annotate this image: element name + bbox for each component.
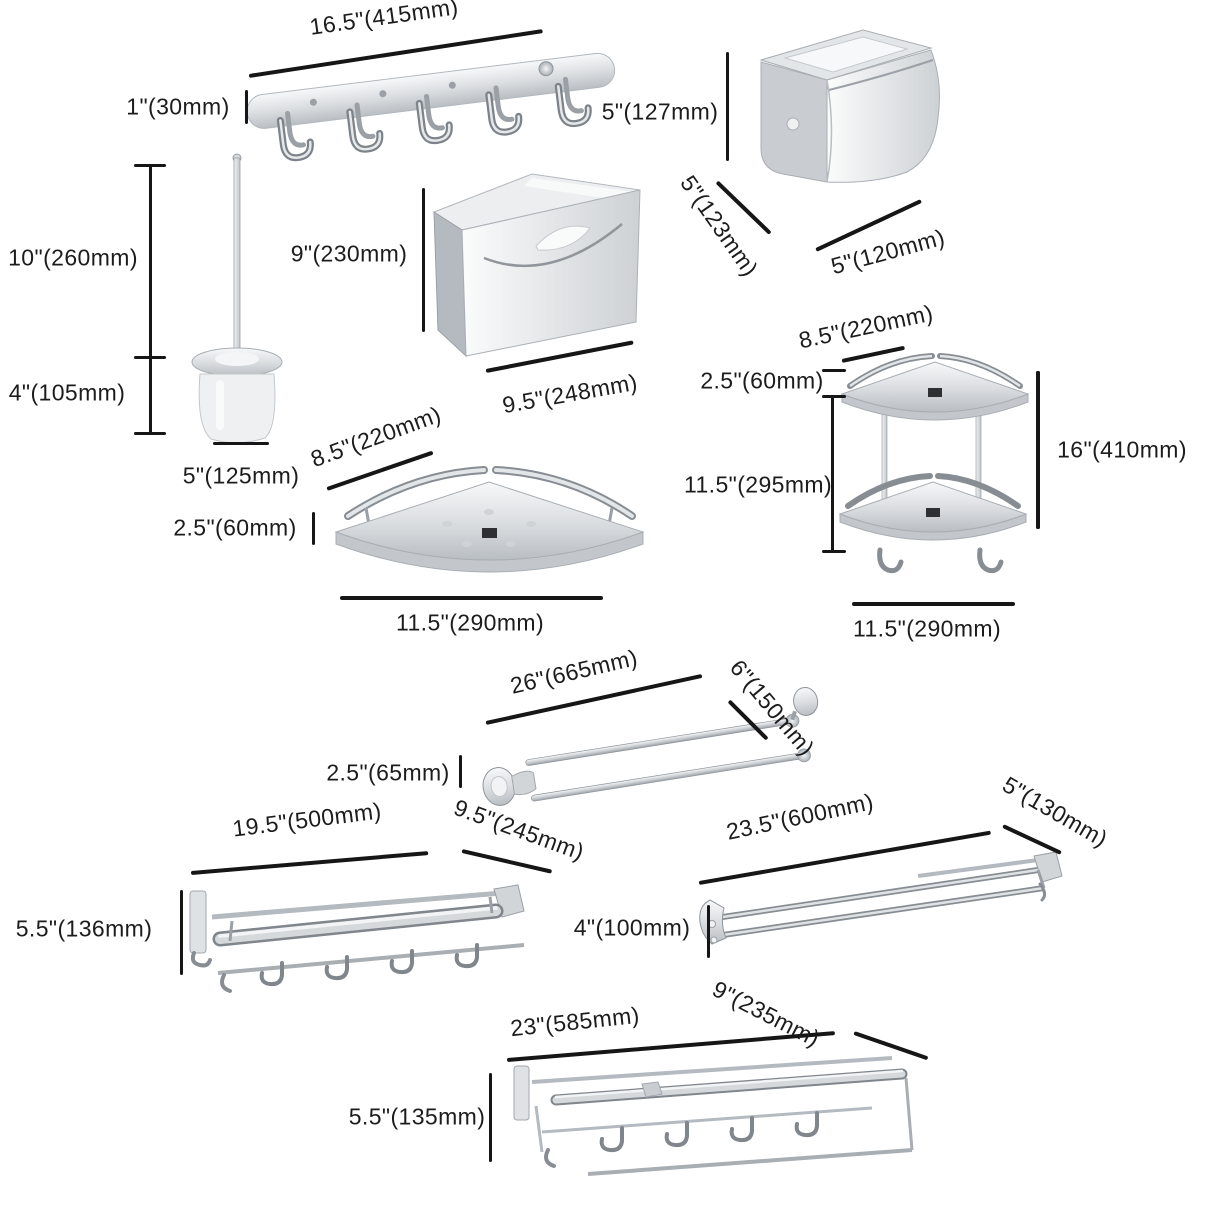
towel-bar-double-height-tick	[459, 755, 462, 788]
hook-rail-height-tick	[245, 90, 248, 124]
towel-rack-bottom-height-label: 5.5"(135mm)	[348, 1103, 486, 1130]
tissue-box-height-line	[422, 188, 425, 332]
hook-rail-illustration	[246, 52, 616, 162]
toilet-brush-cup-height-label: 4"(105mm)	[8, 379, 126, 406]
tissue-box-illustration	[432, 173, 641, 358]
corner-shelf-double-tick-top	[822, 369, 846, 372]
toilet-paper-holder-illustration	[759, 29, 940, 183]
paper-holder-height-line	[726, 52, 729, 161]
toilet-brush-bottom-tick	[134, 432, 166, 435]
towel-rack-left-height-line	[180, 890, 183, 975]
corner-shelf-single-illustration	[334, 466, 645, 573]
towel-bar-double-height-label: 2.5"(65mm)	[326, 759, 450, 786]
towel-rack-bottom-height-line	[489, 1073, 492, 1162]
corner-shelf-single-width-line	[340, 596, 603, 600]
towel-bar-double-illustration	[482, 687, 819, 806]
tissue-box-height-label: 9"(230mm)	[290, 240, 408, 267]
towel-rack-left-height-label: 5.5"(136mm)	[15, 915, 153, 942]
corner-shelf-single-width-label: 11.5"(290mm)	[395, 609, 545, 636]
toilet-brush-width-line	[213, 442, 269, 445]
toilet-brush-handle-height-label: 10"(260mm)	[8, 244, 138, 271]
corner-shelf-double-width-label: 11.5"(290mm)	[852, 615, 1002, 642]
towel-rack-bottom-illustration	[513, 1056, 914, 1176]
toilet-brush-top-tick	[134, 164, 166, 167]
corner-shelf-double-gap-line	[831, 396, 834, 551]
towel-bar-right-height-line	[707, 905, 710, 958]
towel-rack-left-illustration	[189, 884, 525, 993]
corner-shelf-single-height-label: 2.5"(60mm)	[173, 514, 297, 541]
corner-shelf-double-tick-mid	[822, 395, 846, 398]
toilet-brush-width-label: 5"(125mm)	[182, 462, 300, 489]
corner-shelf-single-height-tick	[312, 512, 315, 545]
towel-bar-right-illustration	[699, 851, 1063, 945]
towel-bar-right-height-label: 4"(100mm)	[573, 914, 691, 941]
hook-rail-height-label: 1"(30mm)	[126, 93, 230, 120]
corner-shelf-double-total-height-label: 16"(410mm)	[1057, 436, 1187, 463]
towel-rack-left-length-label: 19.5"(500mm)	[231, 797, 383, 842]
corner-shelf-double-tier-height-label: 2.5"(60mm)	[700, 367, 824, 394]
tissue-box-width-label: 9.5"(248mm)	[500, 368, 640, 419]
paper-holder-height-label: 5"(127mm)	[601, 98, 719, 125]
toilet-brush-illustration	[191, 153, 283, 444]
corner-shelf-double-total-height-line	[1036, 371, 1040, 529]
corner-shelf-double-tick-bottom	[822, 550, 846, 553]
corner-shelf-double-tier-gap-label: 11.5"(295mm)	[683, 471, 833, 498]
corner-shelf-double-illustration	[838, 353, 1030, 574]
corner-shelf-double-width-line	[852, 602, 1015, 606]
toilet-brush-height-line	[149, 165, 152, 435]
toilet-brush-mid-tick	[134, 356, 166, 359]
